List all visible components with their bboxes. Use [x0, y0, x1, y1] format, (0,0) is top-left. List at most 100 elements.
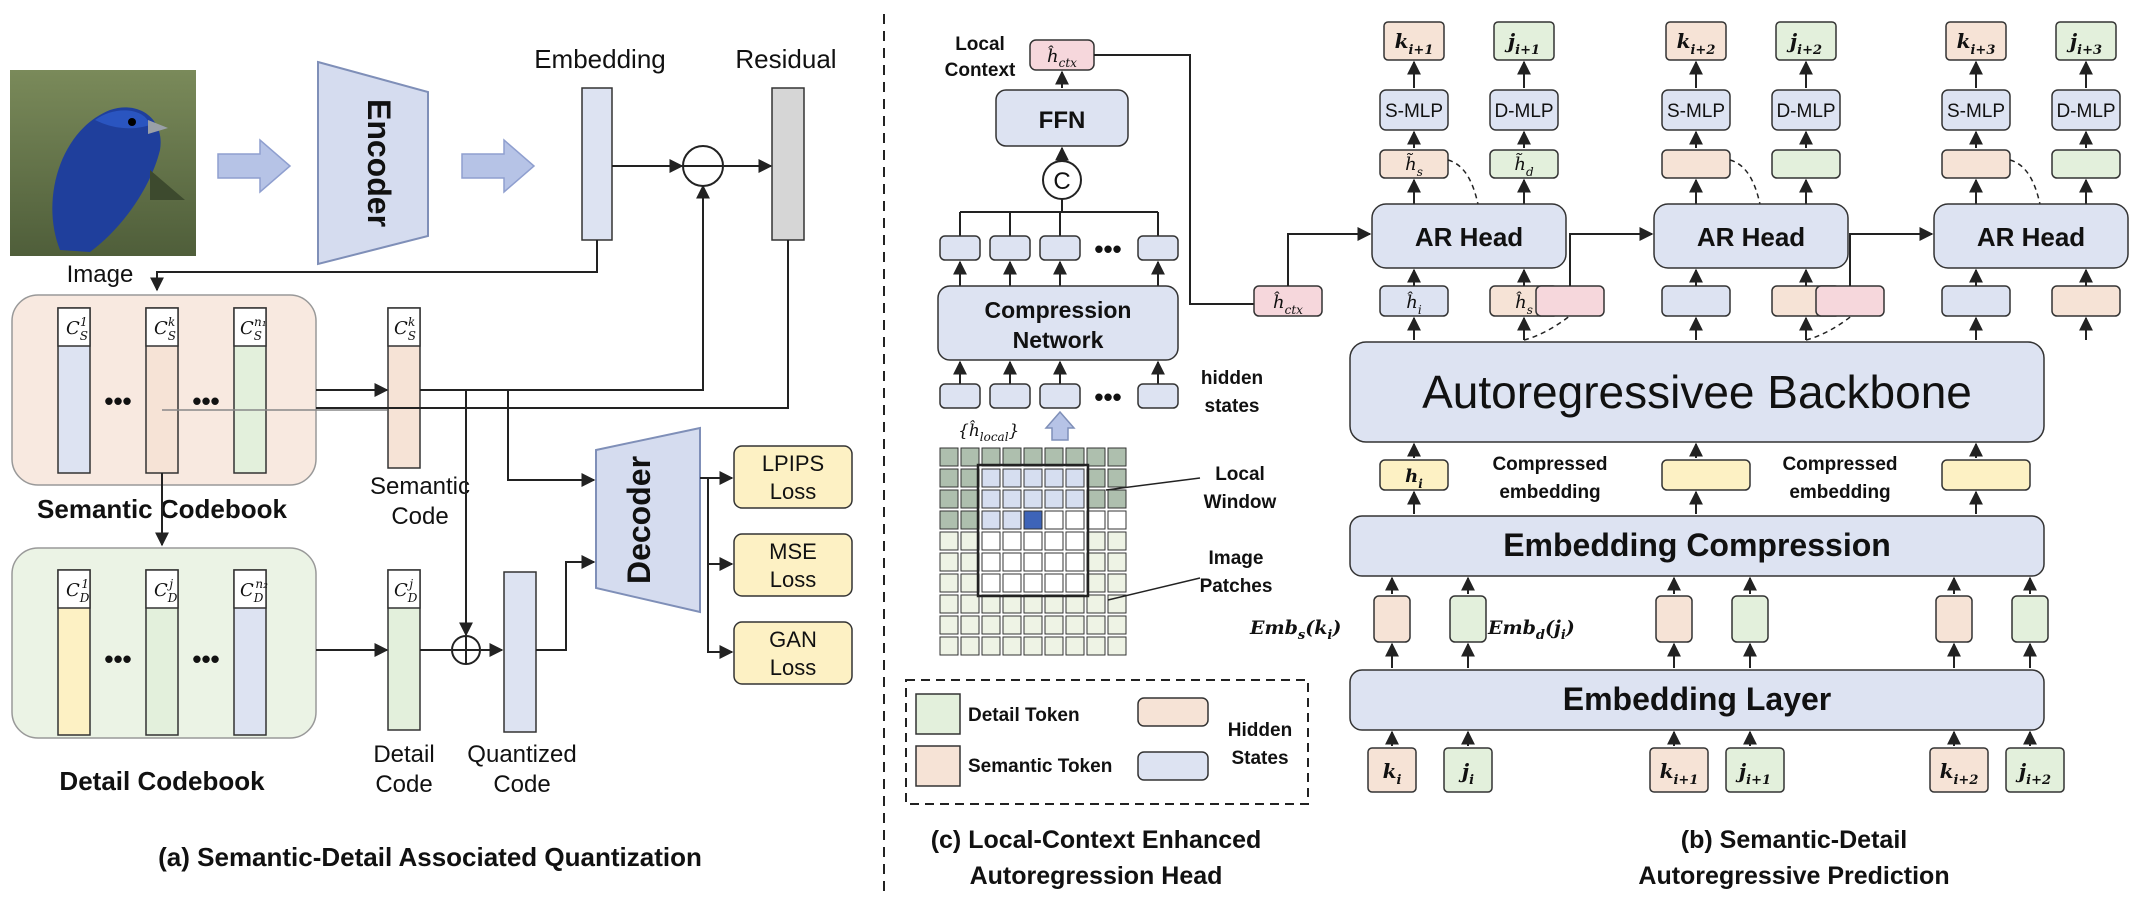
autoregressive-backbone — [1349, 341, 2045, 443]
svg-text:Image: Image — [1209, 548, 1264, 569]
section-a: Image Encoder Embedding Residual CS1 C — [10, 44, 853, 872]
image-patch — [1002, 573, 1022, 593]
image-patch — [1044, 447, 1064, 467]
image-patch — [1065, 573, 1085, 593]
svg-text:AR Head: AR Head — [1697, 222, 1805, 252]
svg-text:ĥi: ĥi — [1406, 290, 1422, 317]
detail-codebook-entries: CD1 CDj CDn₂ ••• ••• — [57, 569, 268, 736]
svg-text:(b) Semantic-Detail: (b) Semantic-Detail — [1681, 826, 1907, 854]
image-patch — [960, 510, 980, 530]
svg-text:Embedding Compression: Embedding Compression — [1503, 527, 1891, 563]
image-patch — [1023, 510, 1043, 530]
svg-text:Hidden: Hidden — [1228, 720, 1292, 741]
svg-text:ki+1: ki+1 — [1660, 759, 1699, 788]
svg-text:ĥctx: ĥctx — [1047, 44, 1077, 70]
svg-text:Embs(ki): Embs(ki) — [1249, 617, 1341, 643]
ar-head-block — [1371, 203, 1567, 269]
image-patch — [1044, 615, 1064, 635]
encoder-label: Encoder — [361, 99, 397, 227]
svg-text:Detail Token: Detail Token — [968, 705, 1080, 726]
svg-text:States: States — [1231, 748, 1288, 769]
svg-text:D-MLP: D-MLP — [1776, 101, 1835, 122]
section-c: Local Context ĥctx FFN C ••• Compression… — [905, 34, 1309, 890]
output-j-token — [1775, 21, 1837, 61]
hidden-tokens-top: ••• — [939, 212, 1179, 264]
image-patch — [1086, 573, 1106, 593]
image-patch — [939, 510, 959, 530]
compressed-embedding-token — [1661, 459, 1751, 491]
residual-label: Residual — [735, 44, 836, 74]
image-patch — [1002, 447, 1022, 467]
image-patch — [1044, 573, 1064, 593]
svg-text:Window: Window — [1204, 492, 1277, 513]
svg-text:S-MLP: S-MLP — [1385, 101, 1443, 122]
image-patch — [1065, 489, 1085, 509]
svg-text:Context: Context — [945, 60, 1016, 81]
embedding-bar — [581, 87, 613, 241]
image-patch — [981, 594, 1001, 614]
image-patch — [1086, 468, 1106, 488]
svg-text:Local: Local — [1215, 464, 1265, 485]
image-patch — [1044, 636, 1064, 656]
image-patch — [1065, 447, 1085, 467]
image-patch — [1023, 615, 1043, 635]
ffn-block — [995, 89, 1129, 147]
svg-text:Compressed: Compressed — [1782, 454, 1897, 475]
image-patch — [1002, 489, 1022, 509]
image-patch — [1086, 531, 1106, 551]
svg-text:•••: ••• — [1094, 234, 1121, 264]
input-k-token — [1367, 747, 1417, 793]
svg-text:GAN: GAN — [769, 627, 817, 652]
upward-thick-arrow — [1044, 410, 1076, 441]
svg-text:ki+2: ki+2 — [1677, 29, 1716, 58]
image-patch — [939, 594, 959, 614]
svg-text:CSk: CSk — [154, 315, 176, 343]
svg-text:•••: ••• — [104, 644, 131, 674]
image-patch — [1065, 552, 1085, 572]
svg-text:D-MLP: D-MLP — [1494, 101, 1553, 122]
input-k-token — [1649, 747, 1709, 793]
d-mlp-block — [1771, 89, 1841, 131]
image-patch — [1002, 636, 1022, 656]
svg-text:S-MLP: S-MLP — [1947, 101, 2005, 122]
image-patch — [1002, 615, 1022, 635]
svg-text:LPIPS: LPIPS — [762, 451, 824, 476]
image-patch — [1086, 510, 1106, 530]
svg-text:D-MLP: D-MLP — [2056, 101, 2115, 122]
svg-text:{ĥlocal}: {ĥlocal} — [958, 420, 1019, 444]
svg-text:CDj: CDj — [394, 577, 418, 605]
image-patch — [960, 468, 980, 488]
image-patch — [939, 636, 959, 656]
residual-bar — [771, 87, 805, 241]
svg-text:ki+2: ki+2 — [1940, 759, 1979, 788]
svg-text:CD1: CD1 — [66, 577, 90, 605]
svg-text:embedding: embedding — [1499, 482, 1600, 503]
image-patch — [1023, 594, 1043, 614]
image-patch — [939, 552, 959, 572]
svg-text:CDj: CDj — [154, 577, 178, 605]
embedding-compression — [1349, 515, 2045, 577]
image-patch — [1002, 510, 1022, 530]
image-patch — [960, 447, 980, 467]
svg-text:h̃d: h̃d — [1514, 152, 1534, 179]
svg-text:Compression: Compression — [985, 297, 1132, 323]
svg-text:•••: ••• — [104, 386, 131, 416]
image-patch — [939, 531, 959, 551]
image-patch — [1023, 636, 1043, 656]
svg-text:S-MLP: S-MLP — [1667, 101, 1725, 122]
image-patch — [1065, 594, 1085, 614]
s-mlp-block — [1661, 89, 1731, 131]
image-patch — [1107, 489, 1127, 509]
svg-text:ki+1: ki+1 — [1395, 29, 1434, 58]
detail-codebook-label: Detail Codebook — [59, 766, 265, 796]
image-patch — [1107, 468, 1127, 488]
svg-text:Loss: Loss — [770, 567, 816, 592]
image-patch — [960, 552, 980, 572]
image-patch — [981, 489, 1001, 509]
image-patch — [1086, 489, 1106, 509]
svg-text:C: C — [1053, 168, 1070, 195]
image-patch — [1065, 615, 1085, 635]
svg-text:CSk: CSk — [394, 315, 416, 343]
detail-code-label-2: Code — [375, 771, 432, 798]
